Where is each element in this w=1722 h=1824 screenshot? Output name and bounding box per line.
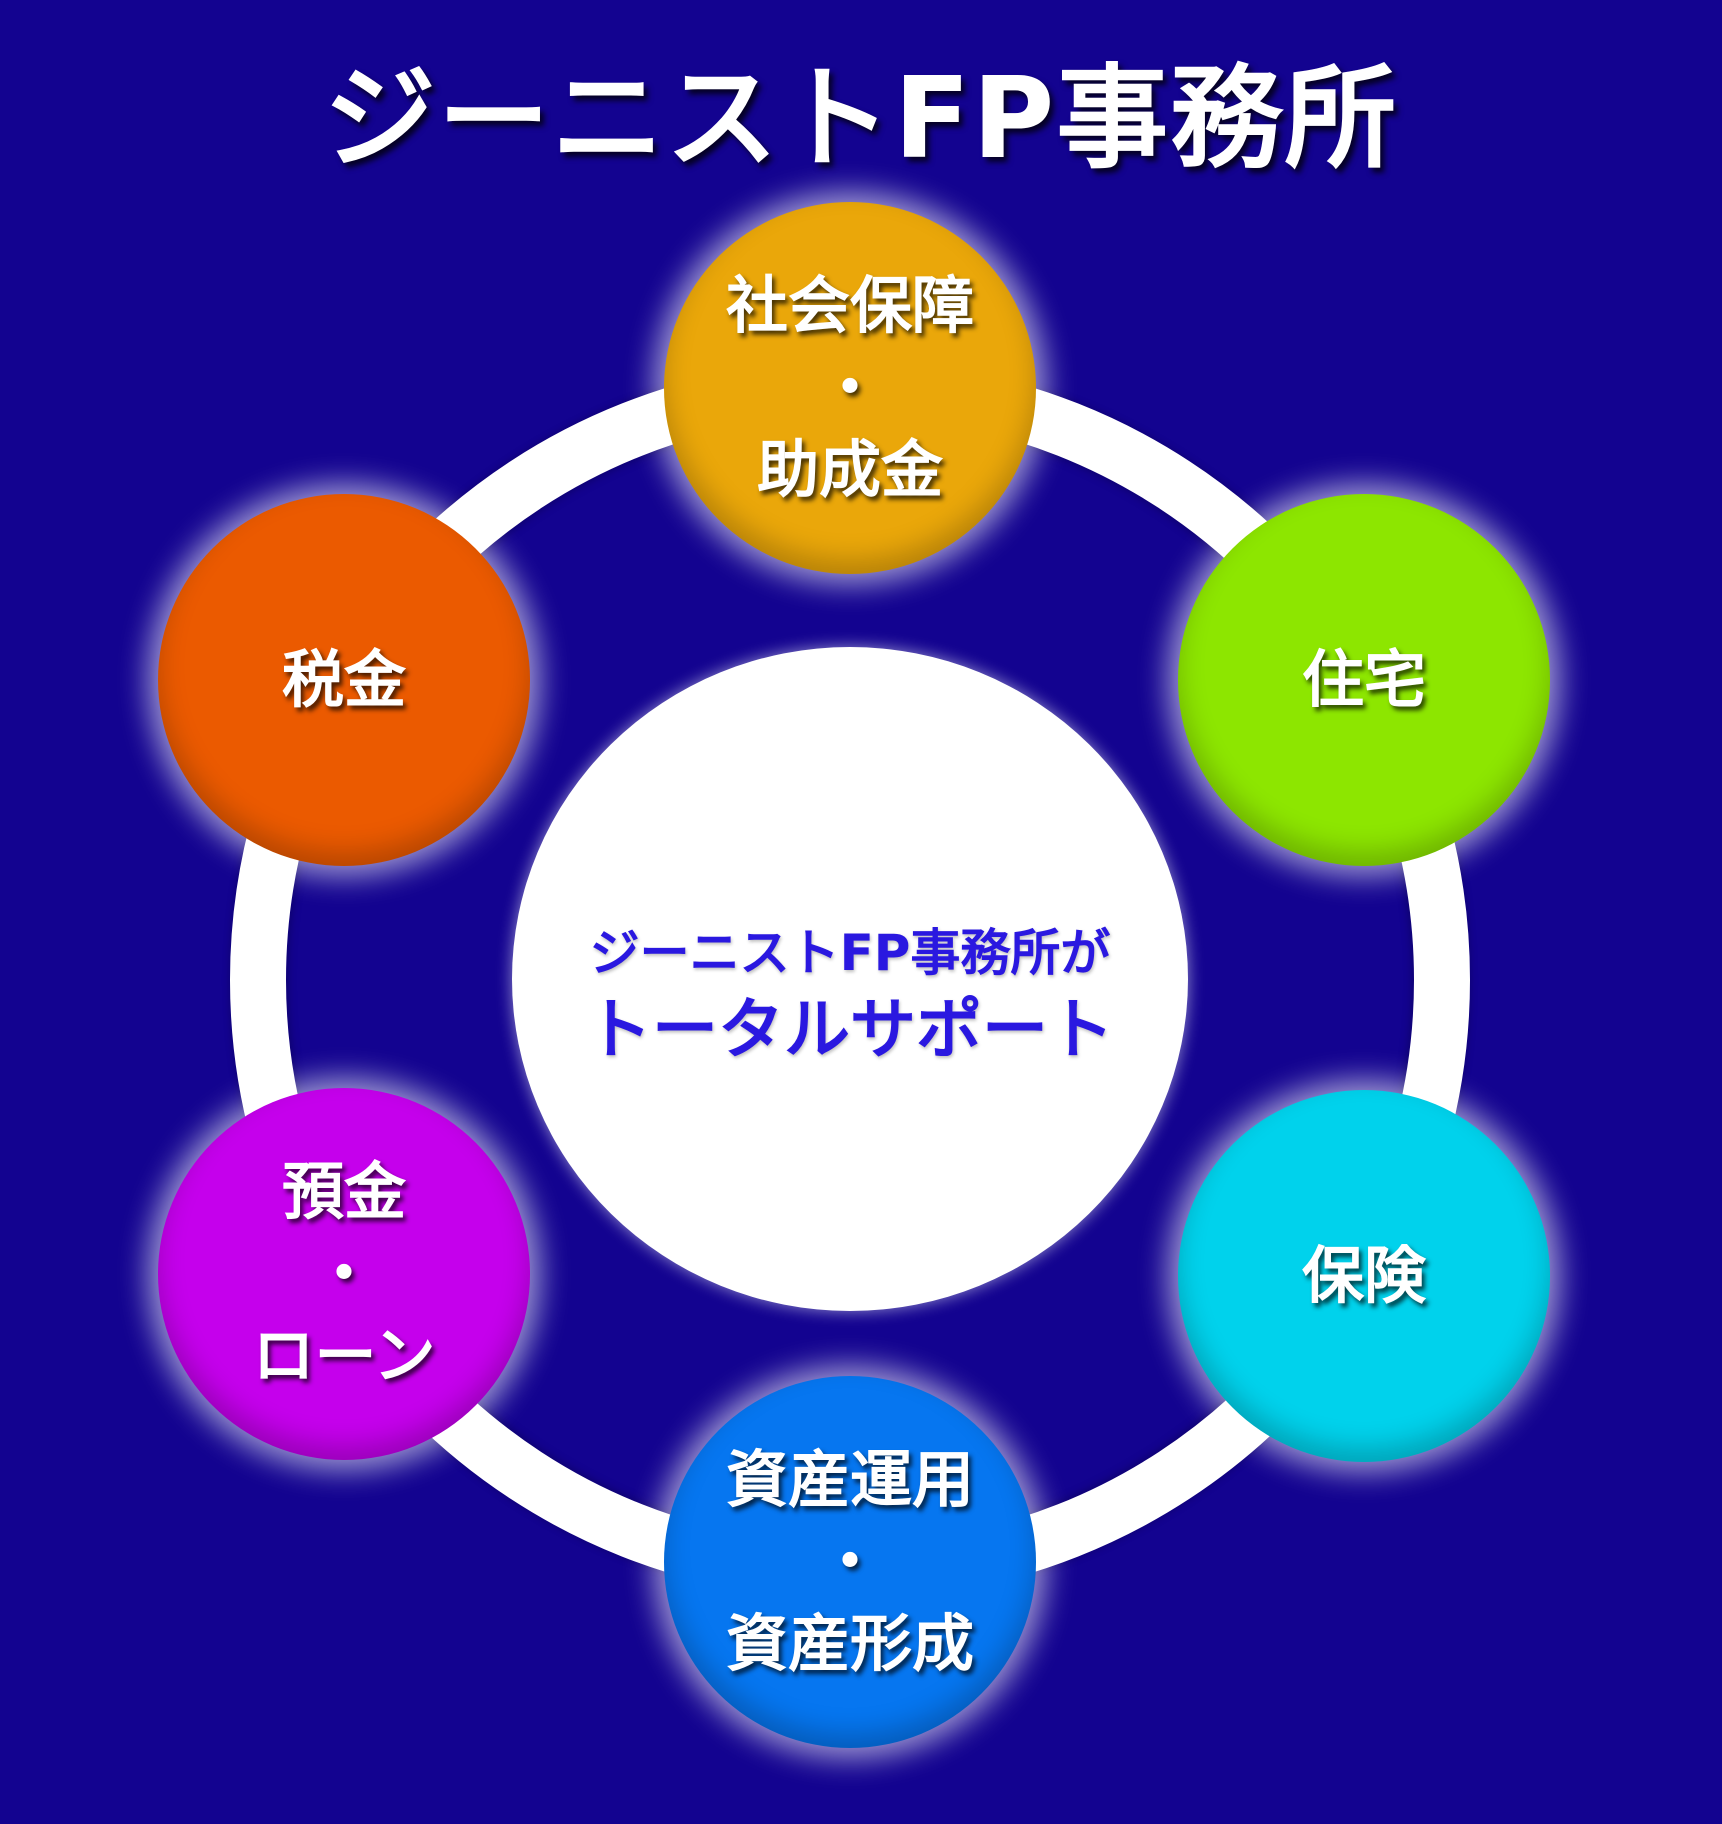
node-deposits-loans-dot: ・ — [312, 1237, 375, 1310]
node-social-security-dot: ・ — [818, 351, 881, 424]
node-social-security-line2: 助成金 — [756, 433, 943, 506]
node-tax-label: 税金 — [281, 643, 406, 716]
node-asset-management-line2: 資産形成 — [725, 1607, 974, 1680]
page-title: ジーニストFP事務所 — [323, 54, 1399, 184]
center-text-line2: トータルサポート — [586, 991, 1114, 1068]
node-social-security-line1: 社会保障 — [725, 269, 974, 342]
node-deposits-loans-line2: ローン — [252, 1319, 436, 1392]
node-asset-management-line1: 資産運用 — [725, 1443, 974, 1516]
center-circle — [512, 647, 1188, 1311]
node-tax: 税金 — [158, 494, 530, 866]
node-housing-label: 住宅 — [1301, 643, 1426, 716]
center-text: ジーニストFP事務所が トータルサポート — [512, 918, 1188, 1072]
node-social-security: 社会保障 ・ 助成金 — [664, 202, 1036, 574]
node-insurance: 保険 — [1178, 1090, 1550, 1462]
node-asset-management: 資産運用 ・ 資産形成 — [664, 1376, 1036, 1748]
node-deposits-loans: 預金 ・ ローン — [158, 1088, 530, 1460]
node-asset-management-dot: ・ — [818, 1525, 881, 1598]
node-insurance-label: 保険 — [1301, 1239, 1426, 1312]
node-housing: 住宅 — [1178, 494, 1550, 866]
node-deposits-loans-line1: 預金 — [281, 1155, 406, 1228]
center-text-line1: ジーニストFP事務所が — [589, 924, 1111, 982]
